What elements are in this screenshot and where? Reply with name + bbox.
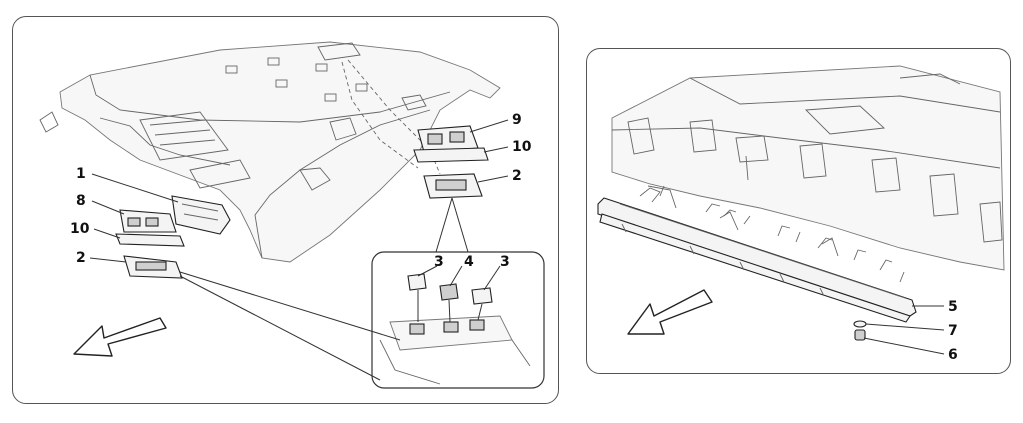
headliner-drawing [39,41,501,263]
part-2-housing-left [123,255,183,279]
callout-7: 7 [948,323,958,339]
part-10-gasket-right [413,147,489,163]
part-7-washer [853,320,867,328]
callout-10-right: 10 [512,139,532,155]
callout-5: 5 [948,299,958,315]
part-5-lamp-rail [597,185,917,323]
callout-3-right: 3 [500,254,510,270]
part-8-lamp-unit [119,209,177,233]
part-1-courtesy-lamp [171,195,231,235]
callout-10-left: 10 [70,221,90,237]
part-6-screw [854,329,866,341]
part-10-gasket-left [115,233,185,247]
callout-8: 8 [76,193,86,209]
callout-6: 6 [948,347,958,363]
leader-lines-left [89,119,509,381]
callout-2-right: 2 [512,168,522,184]
callout-9: 9 [512,112,522,128]
roof-interior-drawing [611,65,1005,271]
callout-3-left: 3 [434,254,444,270]
forward-arrow-icon [73,317,167,357]
forward-arrow-icon [627,289,713,335]
part-2-housing-right [423,173,483,199]
callout-4: 4 [464,254,474,270]
detail-inset [371,251,545,389]
callout-1: 1 [76,166,86,182]
callout-2-left: 2 [76,250,86,266]
leader-lines-right [863,305,945,355]
